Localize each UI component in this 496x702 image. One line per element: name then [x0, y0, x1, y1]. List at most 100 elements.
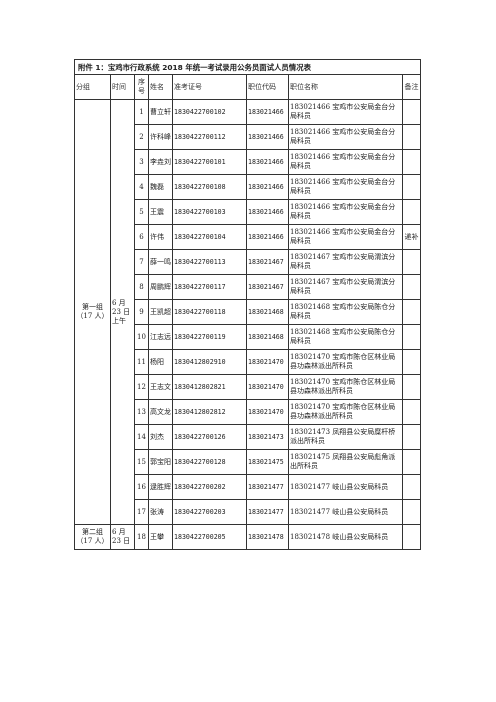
exam-id-cell: 1830422700202: [172, 474, 247, 500]
position-code-cell: 183021466: [246, 124, 289, 150]
seq-cell: 14: [134, 424, 149, 450]
position-code-cell: 183021477: [246, 474, 289, 500]
name-cell: 王攀: [148, 524, 173, 550]
name-cell: 刘杰: [148, 424, 173, 450]
position-name-cell: 183021466 宝鸡市公安局金台分局科员: [288, 99, 403, 125]
position-name-cell: 183021466 宝鸡市公安局金台分局科员: [288, 224, 403, 250]
exam-id-cell: 1830412802812: [172, 399, 247, 425]
note-cell: [401, 299, 422, 325]
position-name-cell: 183021466 宝鸡市公安局金台分局科员: [288, 124, 403, 150]
exam-id-cell: 1830422700118: [172, 299, 247, 325]
seq-cell: 3: [134, 149, 149, 175]
seq-cell: 7: [134, 249, 149, 275]
note-cell: [401, 499, 422, 525]
header-position-name: 职位名称: [288, 74, 403, 100]
name-cell: 王志文: [148, 374, 173, 400]
name-cell: 张涛: [148, 499, 173, 525]
position-code-cell: 183021468: [246, 299, 289, 325]
note-cell: [401, 149, 422, 175]
position-name-cell: 183021473 凤翔县公安局糜杆桥派出所科员: [288, 424, 403, 450]
header-group: 分组: [74, 74, 111, 100]
position-name-cell: 183021467 宝鸡市公安局渭滨分局科员: [288, 274, 403, 300]
seq-cell: 5: [134, 199, 149, 225]
exam-id-cell: 1830422700113: [172, 249, 247, 275]
name-cell: 魏磊: [148, 174, 173, 200]
header-exam-id: 准考证号: [172, 74, 247, 100]
group-time: 6 月 23 日: [110, 524, 135, 550]
position-name-cell: 183021470 宝鸡市陈仓区林业局县功森林派出所科员: [288, 374, 403, 400]
position-name-cell: 183021470 宝鸡市陈仓区林业局县功森林派出所科员: [288, 349, 403, 375]
exam-id-cell: 1830412802821: [172, 374, 247, 400]
seq-cell: 13: [134, 399, 149, 425]
seq-cell: 1: [134, 99, 149, 125]
seq-cell: 4: [134, 174, 149, 200]
name-cell: 郭宝阳: [148, 449, 173, 475]
note-cell: [401, 524, 422, 550]
group-label: 第一组（17 人）: [74, 99, 111, 525]
header-note: 备注: [401, 74, 422, 100]
name-cell: 江志远: [148, 324, 173, 350]
interview-table: 附件 1：宝鸡市行政系统 2018 年统一考试录用公务员面试人员情况表 分组 时…: [73, 59, 422, 550]
header-position-code: 职位代码: [246, 74, 289, 100]
position-code-cell: 183021470: [246, 349, 289, 375]
table-title: 附件 1：宝鸡市行政系统 2018 年统一考试录用公务员面试人员情况表: [73, 59, 422, 75]
seq-cell: 17: [134, 499, 149, 525]
position-name-cell: 183021470 宝鸡市陈仓区林业局县功森林派出所科员: [288, 399, 403, 425]
position-name-cell: 183021477 岐山县公安局科员: [288, 474, 403, 500]
note-cell: [401, 174, 422, 200]
exam-id-cell: 1830412802910: [172, 349, 247, 375]
position-code-cell: 183021466: [246, 199, 289, 225]
seq-cell: 2: [134, 124, 149, 150]
position-name-cell: 183021475 凤翔县公安局彪角派出所科员: [288, 449, 403, 475]
exam-id-cell: 1830422700203: [172, 499, 247, 525]
header-row: 分组 时间 序号 姓名 准考证号 职位代码 职位名称 备注: [74, 74, 422, 100]
name-cell: 高文龙: [148, 399, 173, 425]
position-code-cell: 183021466: [246, 99, 289, 125]
note-cell: [401, 349, 422, 375]
seq-cell: 18: [134, 524, 149, 550]
note-cell: [401, 449, 422, 475]
seq-cell: 9: [134, 299, 149, 325]
position-code-cell: 183021467: [246, 274, 289, 300]
note-cell: [401, 399, 422, 425]
name-cell: 王震: [148, 199, 173, 225]
header-name: 姓名: [148, 74, 173, 100]
position-name-cell: 183021467 宝鸡市公安局渭滨分局科员: [288, 249, 403, 275]
note-cell: [401, 274, 422, 300]
position-code-cell: 183021470: [246, 374, 289, 400]
name-cell: 周鹏辉: [148, 274, 173, 300]
position-name-cell: 183021468 宝鸡市公安局陈仓分局科员: [288, 299, 403, 325]
name-cell: 逯胜辉: [148, 474, 173, 500]
position-code-cell: 183021466: [246, 224, 289, 250]
seq-cell: 8: [134, 274, 149, 300]
name-cell: 杨阳: [148, 349, 173, 375]
exam-id-cell: 1830422700205: [172, 524, 247, 550]
exam-id-cell: 1830422700108: [172, 174, 247, 200]
name-cell: 李垚刘: [148, 149, 173, 175]
seq-cell: 6: [134, 224, 149, 250]
name-cell: 许伟: [148, 224, 173, 250]
seq-cell: 12: [134, 374, 149, 400]
note-cell: [401, 424, 422, 450]
position-code-cell: 183021478: [246, 524, 289, 550]
exam-id-cell: 1830422700112: [172, 124, 247, 150]
position-name-cell: 183021477 岐山县公安局科员: [288, 499, 403, 525]
note-cell: [401, 474, 422, 500]
note-cell: 递补: [401, 224, 422, 250]
note-cell: [401, 324, 422, 350]
document-page: 附件 1：宝鸡市行政系统 2018 年统一考试录用公务员面试人员情况表 分组 时…: [73, 59, 422, 550]
name-cell: 薛一鸣: [148, 249, 173, 275]
note-cell: [401, 249, 422, 275]
position-name-cell: 183021468 宝鸡市公安局陈仓分局科员: [288, 324, 403, 350]
position-name-cell: 183021478 岐山县公安局科员: [288, 524, 403, 550]
